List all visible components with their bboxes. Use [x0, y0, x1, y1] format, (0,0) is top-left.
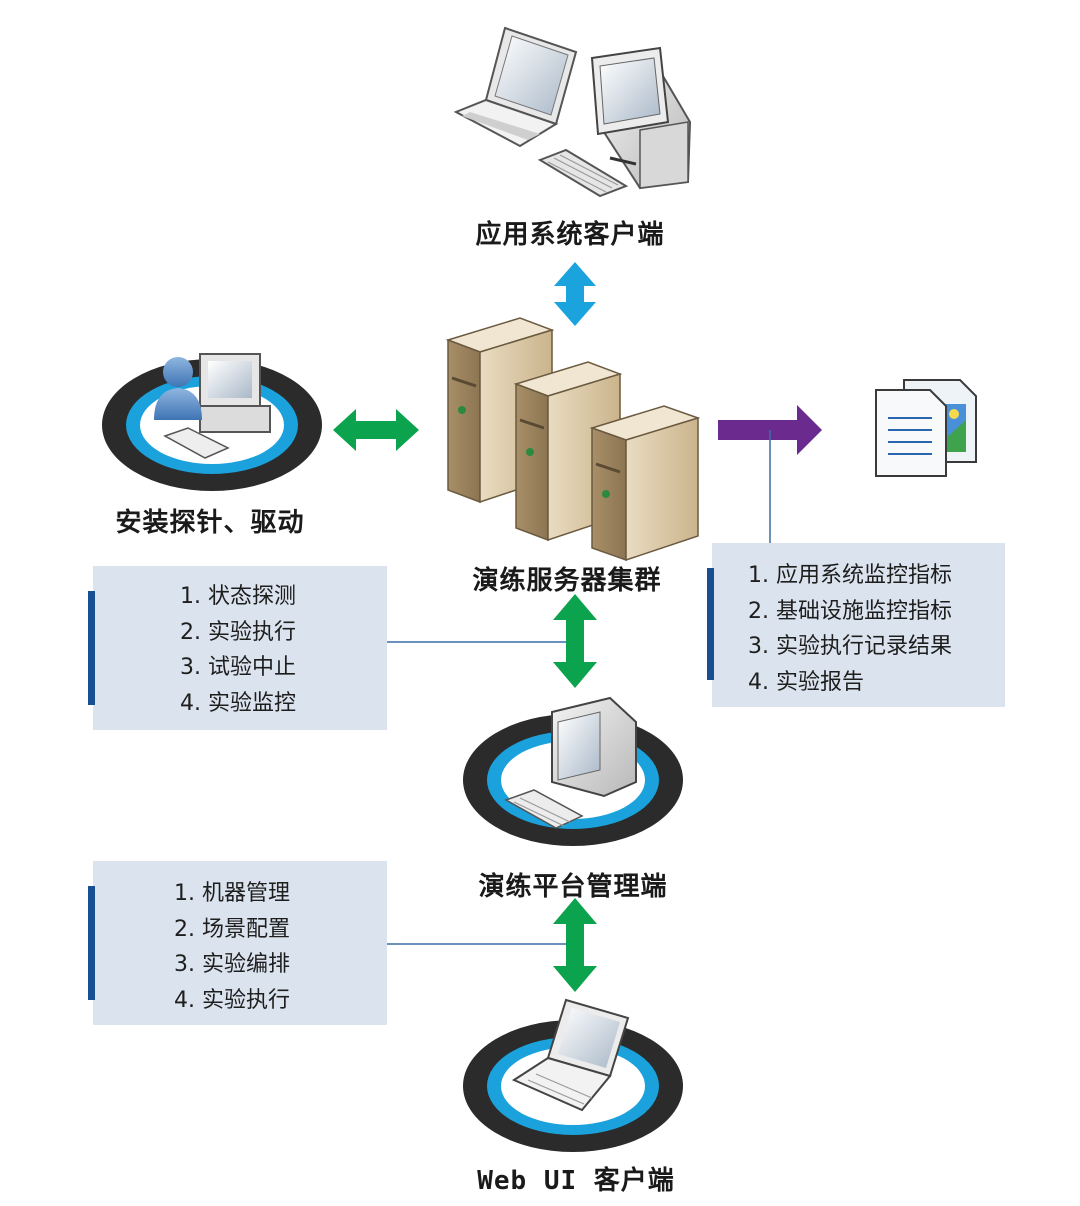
- list-item: 2. 实验执行: [180, 619, 296, 645]
- web-ui-client-icon: [463, 998, 683, 1152]
- probe-host-icon: [102, 353, 322, 491]
- probe-functions-list: 1. 状态探测 2. 实验执行 3. 试验中止 4. 实验监控: [180, 579, 296, 721]
- list-item: 1. 机器管理: [174, 881, 290, 906]
- server-cluster-label: 演练服务器集群: [472, 566, 662, 596]
- document-icon: [875, 379, 977, 477]
- server-cluster-icon: [445, 317, 701, 562]
- app-client-icon: [453, 26, 692, 198]
- probe-functions-panel: [93, 566, 387, 730]
- mgmt-functions-panel: [93, 861, 387, 1025]
- web-ui-label: Web UI 客户端: [477, 1166, 675, 1196]
- output-list: 1. 应用系统监控指标 2. 基础设施监控指标 3. 实验执行记录结果 4. 实…: [748, 558, 952, 700]
- list-item: 4. 实验报告: [748, 669, 864, 695]
- probe-label: 安装探针、驱动: [115, 508, 305, 538]
- management-console-icon: [463, 696, 683, 846]
- list-item: 2. 场景配置: [174, 916, 290, 942]
- output-panel: [712, 543, 1005, 707]
- list-item: 3. 实验执行记录结果: [748, 634, 952, 659]
- server-to-mgmt-arrow: [553, 594, 597, 688]
- mgmt-functions-list: 1. 机器管理 2. 场景配置 3. 实验编排 4. 实验执行: [174, 876, 290, 1018]
- list-item: 3. 试验中止: [180, 655, 296, 680]
- mgmt-to-webui-arrow: [553, 898, 597, 992]
- panel-accent-bar: [88, 886, 95, 1000]
- list-item: 1. 状态探测: [180, 584, 296, 609]
- probe-to-server-arrow: [333, 409, 419, 451]
- list-item: 4. 实验监控: [180, 690, 296, 716]
- list-item: 4. 实验执行: [174, 987, 290, 1013]
- mgmt-label: 演练平台管理端: [478, 872, 668, 902]
- panel-accent-bar: [88, 591, 95, 705]
- list-item: 2. 基础设施监控指标: [748, 598, 952, 624]
- list-item: 3. 实验编排: [174, 952, 290, 977]
- app-to-server-arrow: [554, 262, 596, 326]
- list-item: 1. 应用系统监控指标: [748, 563, 952, 588]
- app-client-label: 应用系统客户端: [475, 220, 665, 250]
- panel-accent-bar: [707, 568, 714, 680]
